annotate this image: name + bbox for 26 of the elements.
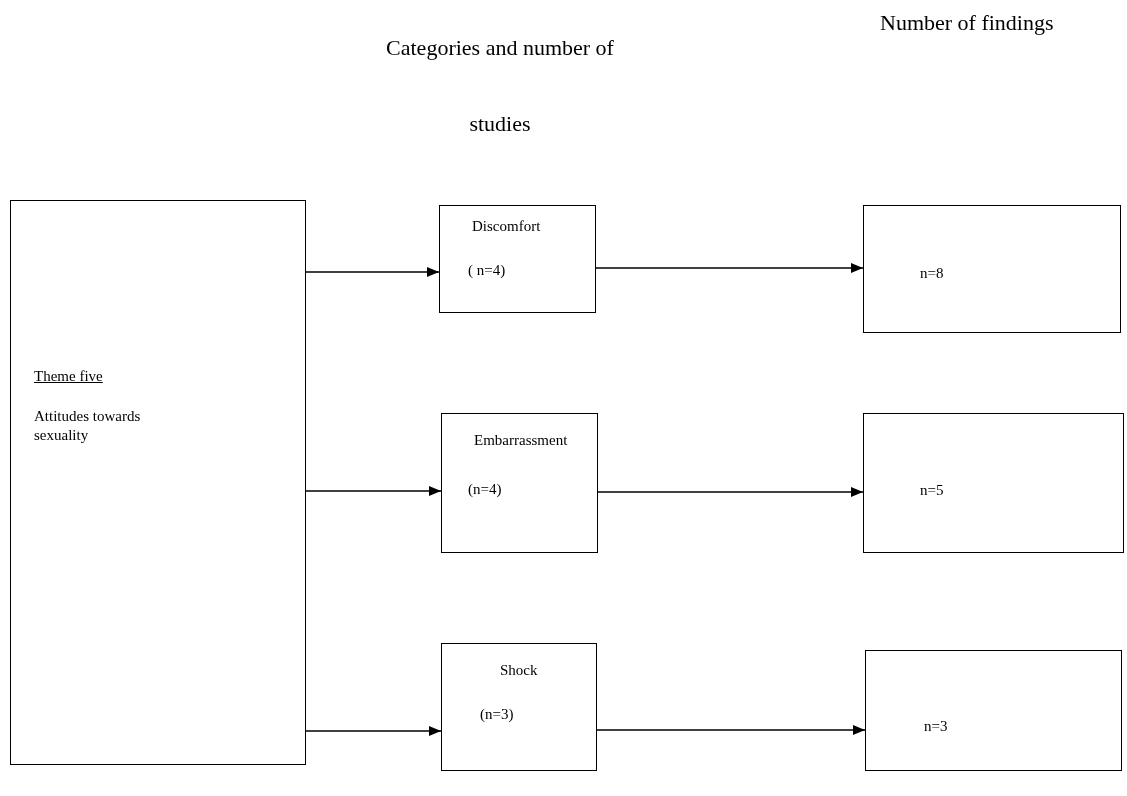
box-text: Attitudes towards sexuality (34, 407, 142, 445)
arrow (597, 487, 864, 497)
arrow (305, 267, 440, 277)
process-box (441, 413, 598, 553)
arrow (596, 725, 866, 735)
process-box (863, 205, 1121, 333)
theme-heading: Theme five (34, 367, 104, 386)
box-text: n=5 (920, 481, 944, 500)
arrow (595, 263, 864, 273)
box-text: ( n=4) (468, 261, 506, 280)
process-box (439, 205, 596, 313)
box-text: Shock (500, 661, 538, 680)
column-heading: Number of findings (880, 10, 1055, 36)
process-box (441, 643, 597, 771)
box-text: (n=3) (480, 705, 514, 724)
box-text: n=8 (920, 264, 944, 283)
process-box (863, 413, 1124, 553)
process-box (10, 200, 306, 765)
column-heading: Categories and number of studies (385, 34, 615, 138)
process-box (865, 650, 1122, 771)
box-text: n=3 (924, 717, 948, 736)
box-text: (n=4) (468, 480, 502, 499)
arrow (305, 486, 442, 496)
arrow (305, 726, 442, 736)
box-text: Discomfort (472, 217, 541, 236)
box-text: Embarrassment (474, 431, 568, 450)
